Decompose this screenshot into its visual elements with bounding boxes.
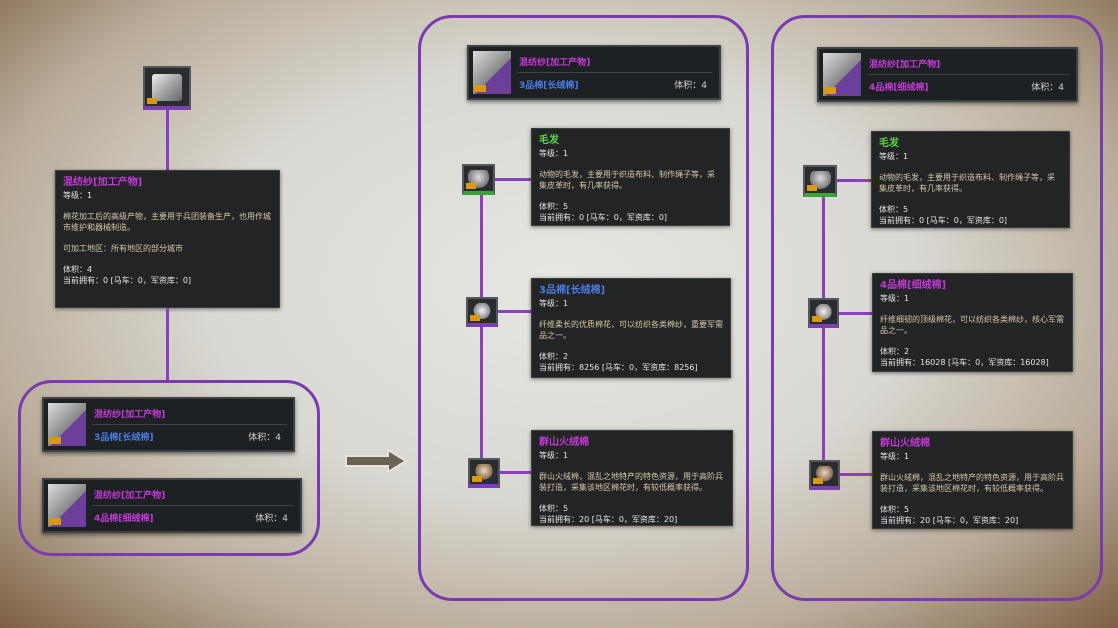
recipe-header-2: 混纺纱[加工产物] 4品棉[细绒棉] 体积：4: [817, 47, 1078, 102]
connector: [836, 179, 872, 182]
material-desc: 群山火绒棉，混乱之地特产的特色资源，用于高阶兵装打造，采集该地区棉花时，有较低概…: [539, 472, 723, 492]
connector: [494, 178, 532, 181]
material-name: 毛发: [879, 138, 899, 149]
product-volume: 体积：4: [63, 265, 93, 274]
material-owned: 当前拥有：0 [马车：0，军资库：0]: [539, 213, 668, 222]
blended-yarn-icon: [823, 53, 861, 96]
wool-icon[interactable]: [803, 165, 837, 197]
fire-cotton-icon[interactable]: [468, 458, 500, 488]
product-name: 混纺纱[加工产物]: [63, 177, 143, 188]
cotton-grade3-icon[interactable]: [466, 297, 498, 327]
material-name: 毛发: [539, 135, 559, 146]
recipe-header-1: 混纺纱[加工产物] 3品棉[长绒棉] 体积：4: [467, 45, 721, 100]
material-name: 4品棉[细绒棉]: [880, 280, 947, 291]
product-region: 可加工地区：所有地区的部分城市: [63, 244, 183, 253]
wool-tooltip: 毛发 等级：1 动物的毛发，主要用于织造布料、制作绳子等，采集皮革时，有几率获得…: [871, 131, 1070, 228]
cotton-grade4-icon[interactable]: [808, 298, 839, 328]
material-volume: 体积：5: [539, 202, 569, 211]
recipe-ingredient: 4品棉[细绒棉]: [869, 83, 929, 93]
blended-yarn-icon: [48, 484, 86, 527]
wool-tooltip: 毛发 等级：1 动物的毛发，主要用于织造布料、制作绳子等，采集皮革时，有几率获得…: [531, 128, 730, 226]
connector: [166, 110, 169, 170]
material-desc: 动物的毛发，主要用于织造布料、制作绳子等，采集皮革时，有几率获得。: [539, 170, 715, 190]
recipe-ingredient: 3品棉[长绒棉]: [519, 81, 579, 91]
recipe-ingredient: 4品棉[细绒棉]: [94, 514, 154, 524]
cotton4-tooltip: 4品棉[细绒棉] 等级：1 纤维细韧的顶级棉花，可以纺织各类棉纱，核心军需品之一…: [872, 273, 1073, 372]
product-desc: 棉花加工后的高级产物，主要用于兵团装备生产，也用作城市维护和器械制造。: [63, 212, 271, 232]
product-tooltip: 混纺纱[加工产物] 等级：1 棉花加工后的高级产物，主要用于兵团装备生产，也用作…: [55, 170, 280, 308]
material-desc: 群山火绒棉，混乱之地特产的特色资源，用于高阶兵装打造，采集该地区棉花时，有较低概…: [880, 473, 1064, 493]
recipe-volume: 体积：4: [255, 514, 288, 524]
material-level: 等级：1: [879, 152, 909, 161]
connector: [822, 192, 825, 477]
material-volume: 体积：2: [880, 347, 910, 356]
material-desc: 纤维细韧的顶级棉花，可以纺织各类棉纱，核心军需品之一。: [880, 315, 1064, 335]
recipe-title: 混纺纱[加工产物]: [869, 60, 941, 70]
connector: [839, 473, 872, 476]
recipe-ingredient: 3品棉[长绒棉]: [94, 433, 154, 443]
material-level: 等级：1: [539, 451, 569, 460]
recipe-volume: 体积：4: [248, 433, 281, 443]
material-desc: 动物的毛发，主要用于织造布料、制作绳子等，采集皮革时，有几率获得。: [879, 173, 1055, 193]
material-level: 等级：1: [539, 149, 569, 158]
material-level: 等级：1: [539, 299, 569, 308]
wool-icon[interactable]: [462, 164, 495, 195]
material-volume: 体积：2: [539, 352, 569, 361]
material-volume: 体积：5: [880, 505, 910, 514]
recipe-volume: 体积：4: [674, 81, 707, 91]
material-level: 等级：1: [880, 452, 910, 461]
fire-cotton-icon[interactable]: [809, 460, 840, 490]
material-desc: 纤维柔长的优质棉花，可以纺织各类棉纱，重要军需品之一。: [539, 320, 723, 340]
material-owned: 当前拥有：8256 [马车：0，军资库：8256]: [539, 363, 698, 372]
material-owned: 当前拥有：20 [马车：0，军资库：20]: [880, 516, 1019, 525]
fire-cotton-tooltip: 群山火绒棉 等级：1 群山火绒棉，混乱之地特产的特色资源，用于高阶兵装打造，采集…: [872, 431, 1073, 529]
material-level: 等级：1: [880, 294, 910, 303]
connector: [838, 312, 872, 315]
material-owned: 当前拥有：20 [马车：0，军资库：20]: [539, 515, 678, 524]
cotton3-tooltip: 3品棉[长绒棉] 等级：1 纤维柔长的优质棉花，可以纺织各类棉纱，重要军需品之一…: [531, 278, 731, 378]
arrow-right-icon: [345, 448, 408, 474]
fire-cotton-tooltip: 群山火绒棉 等级：1 群山火绒棉，混乱之地特产的特色资源，用于高阶兵装打造，采集…: [531, 430, 733, 526]
product-owned: 当前拥有：0 [马车：0，军资库：0]: [63, 276, 192, 285]
material-owned: 当前拥有：0 [马车：0，军资库：0]: [879, 216, 1008, 225]
material-name: 3品棉[长绒棉]: [539, 285, 606, 296]
product-level: 等级：1: [63, 191, 93, 200]
recipe-list-frame: [18, 380, 320, 556]
material-volume: 体积：5: [539, 504, 569, 513]
blended-yarn-icon: [48, 403, 86, 446]
recipe-option-2[interactable]: 混纺纱[加工产物] 4品棉[细绒棉] 体积：4: [42, 478, 302, 533]
recipe-detail-frame-1: [418, 15, 749, 601]
connector: [498, 471, 532, 474]
material-volume: 体积：5: [879, 205, 909, 214]
recipe-title: 混纺纱[加工产物]: [94, 410, 166, 420]
recipe-detail-frame-2: [771, 15, 1103, 601]
recipe-volume: 体积：4: [1031, 83, 1064, 93]
connector: [496, 310, 532, 313]
blended-yarn-icon: [473, 51, 511, 94]
material-owned: 当前拥有：16028 [马车：0，军资库：16028]: [880, 358, 1049, 367]
connector: [480, 190, 483, 475]
recipe-option-1[interactable]: 混纺纱[加工产物] 3品棉[长绒棉] 体积：4: [42, 397, 295, 452]
material-name: 群山火绒棉: [539, 437, 589, 448]
connector: [166, 308, 169, 381]
blended-yarn-icon[interactable]: [143, 66, 191, 110]
recipe-title: 混纺纱[加工产物]: [94, 491, 166, 501]
material-name: 群山火绒棉: [880, 438, 930, 449]
recipe-title: 混纺纱[加工产物]: [519, 58, 591, 68]
